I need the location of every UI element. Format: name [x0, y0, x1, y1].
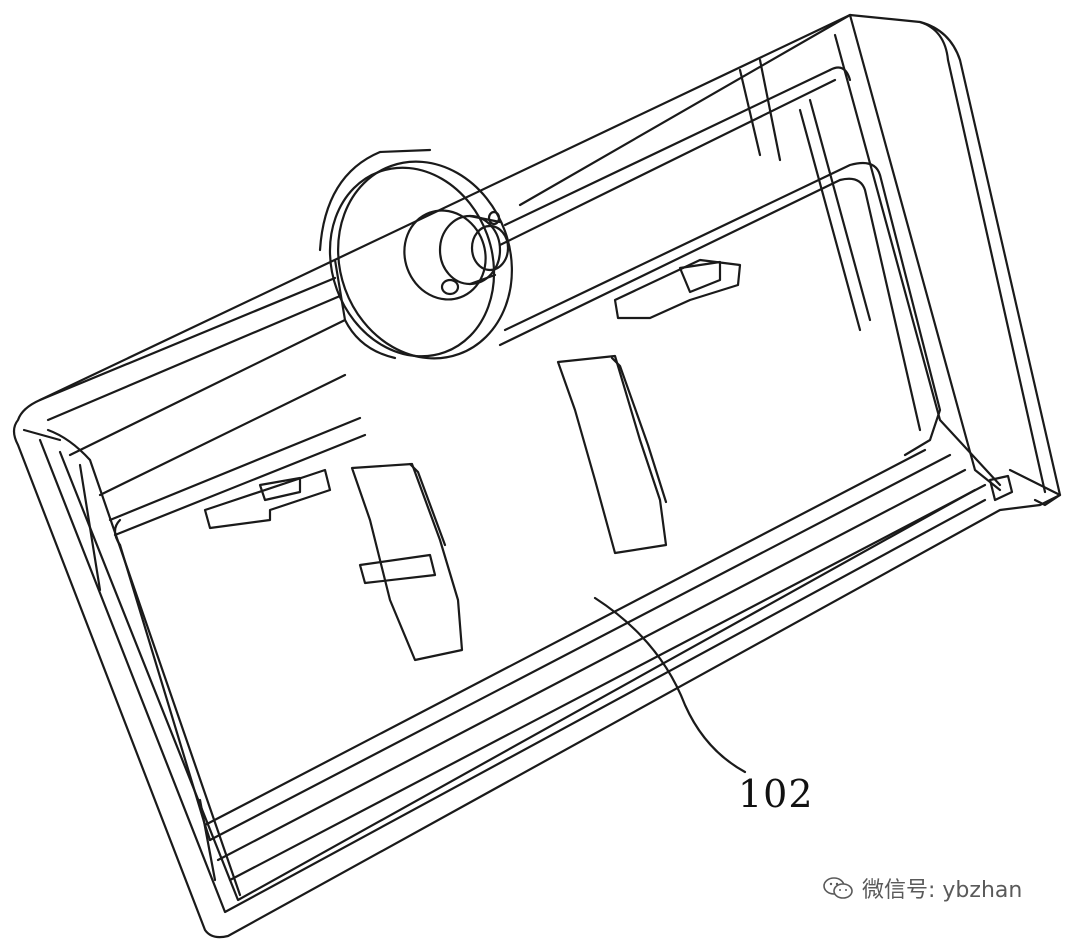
leader-line	[593, 596, 747, 774]
watermark-text: 微信号: ybzhan	[862, 878, 1023, 903]
right-rib	[556, 354, 668, 555]
reference-numeral: 102	[738, 772, 814, 816]
wechat-icon	[823, 877, 853, 899]
watermark: 微信号: ybzhan	[822, 872, 1022, 904]
tray-frame	[12, 13, 1062, 939]
rotary-knob	[318, 148, 513, 360]
left-rib	[350, 462, 464, 662]
left-clip	[203, 468, 332, 530]
right-clip	[613, 258, 742, 320]
